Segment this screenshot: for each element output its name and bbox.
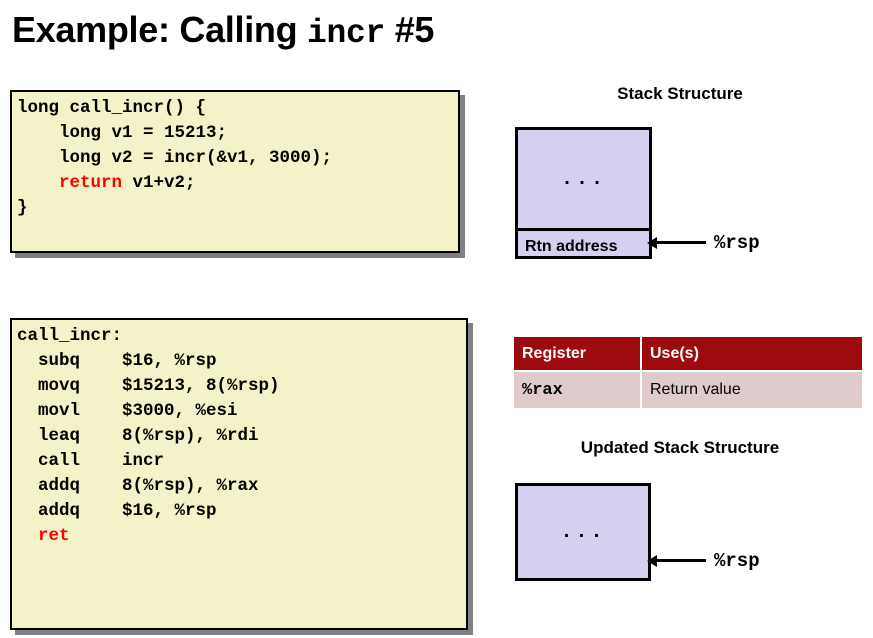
register-usage-table: Register Use(s) %rax Return value xyxy=(514,337,862,408)
page-title-suffix: #5 xyxy=(385,9,435,50)
c-source-code-block: long call_incr() { long v1 = 15213; long… xyxy=(10,90,460,253)
asm-line: subq $16, %rsp xyxy=(17,351,217,371)
left-arrow-icon xyxy=(647,236,706,249)
updated-stack-structure-diagram: ... xyxy=(515,483,651,581)
page-title-prefix: Example: Calling xyxy=(12,9,307,50)
code-line: } xyxy=(17,198,28,218)
stack-cell-ellipsis: ... xyxy=(560,167,606,191)
code-line: long v1 = 15213; xyxy=(17,123,228,143)
code-line: long v2 = incr(&v1, 3000); xyxy=(17,148,333,168)
stack-cell-ellipsis: ... xyxy=(560,520,606,544)
code-line: long call_incr() { xyxy=(17,98,207,118)
rsp-label: %rsp xyxy=(714,232,760,254)
asm-line: leaq 8(%rsp), %rdi xyxy=(17,426,259,446)
rsp-label: %rsp xyxy=(714,550,760,572)
table-row: %rax Return value xyxy=(514,370,862,408)
keyword-ret: ret xyxy=(38,526,70,546)
column-header-register: Register xyxy=(514,337,642,371)
code-expression: v1+v2; xyxy=(122,173,196,193)
code-indent xyxy=(17,173,59,193)
stack-structure-diagram: ... Rtn address xyxy=(515,127,652,259)
stack-cell-rtn-address: Rtn address xyxy=(518,228,649,262)
asm-line: addq 8(%rsp), %rax xyxy=(17,476,259,496)
keyword-return: return xyxy=(59,173,123,193)
stack-structure-title: Stack Structure xyxy=(617,84,743,103)
page-title-mono: incr xyxy=(306,15,385,52)
asm-line-ret: ret xyxy=(17,524,466,549)
table-header-row: Register Use(s) xyxy=(514,337,862,371)
page-title: Example: Calling incr #5 xyxy=(12,6,434,58)
left-arrow-icon xyxy=(647,554,706,567)
asm-indent xyxy=(17,526,38,546)
asm-label: call_incr: xyxy=(17,326,123,346)
cell-register-use: Return value xyxy=(641,370,862,408)
updated-stack-structure-title: Updated Stack Structure xyxy=(580,438,780,457)
assembly-code-block: call_incr: subq $16, %rsp movq $15213, 8… xyxy=(10,318,468,630)
column-header-uses: Use(s) xyxy=(641,337,862,371)
asm-line: call incr xyxy=(17,451,165,471)
asm-line: movq $15213, 8(%rsp) xyxy=(17,376,280,396)
code-line-return: return v1+v2; xyxy=(17,171,458,196)
asm-line: movl $3000, %esi xyxy=(17,401,238,421)
asm-line: addq $16, %rsp xyxy=(17,501,217,521)
cell-register-name: %rax xyxy=(514,370,642,408)
